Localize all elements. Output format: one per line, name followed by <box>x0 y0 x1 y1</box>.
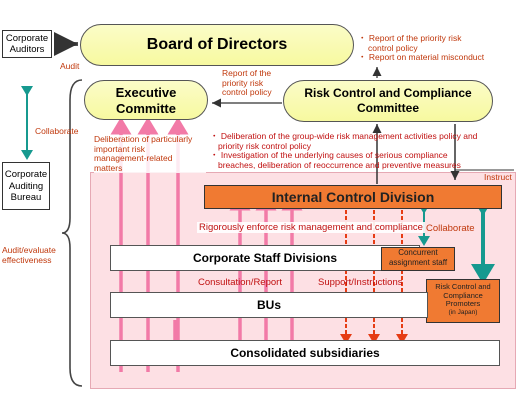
consultation-report-label: Consultation/Report <box>198 277 282 288</box>
rigorously-enforce: Rigorously enforce risk management and c… <box>197 222 425 233</box>
corporate-auditors-label: Corporate Auditors <box>5 33 49 55</box>
corporate-auditors-box: Corporate Auditors <box>2 30 52 58</box>
support-instructions-label: Support/Instructions <box>318 277 403 288</box>
corporate-auditing-bureau: Corporate Auditing Bureau <box>2 162 50 210</box>
corporate-staff-divisions: Corporate Staff Divisions <box>110 245 420 271</box>
board-label: Board of Directors <box>146 36 288 53</box>
deliberation-left: Deliberation of particularly important r… <box>94 134 206 173</box>
bus-bar: BUs <box>110 292 428 318</box>
board-of-directors: Board of Directors <box>80 24 354 66</box>
instruct-label: Instruct <box>484 172 512 182</box>
risk-compliance-promoters: Risk Control and Compliance Promoters (i… <box>426 279 500 323</box>
consolidated-subsidiaries: Consolidated subsidiaries <box>110 340 500 366</box>
board-notes: ・ Report of the priority risk control po… <box>358 33 485 62</box>
internal-control-division: Internal Control Division <box>204 185 502 209</box>
risk-compliance-committee: Risk Control and Compliance Committee <box>283 80 493 122</box>
left-brace <box>61 79 83 387</box>
concurrent-assignment-staff: Concurrent assignment staff <box>381 247 455 271</box>
executive-committee: Executive Committe <box>84 80 208 120</box>
collaborate-right-label: Collaborate <box>426 223 475 234</box>
audit-evaluate-label: Audit/evaluate effectiveness <box>2 245 56 265</box>
report-priority-note: Report of the priority risk control poli… <box>222 68 272 97</box>
audit-label: Audit <box>60 61 80 71</box>
collaborate-left-label: Collaborate <box>35 126 79 136</box>
deliberation-right: ・ Deliberation of the group-wide risk ma… <box>210 131 478 170</box>
